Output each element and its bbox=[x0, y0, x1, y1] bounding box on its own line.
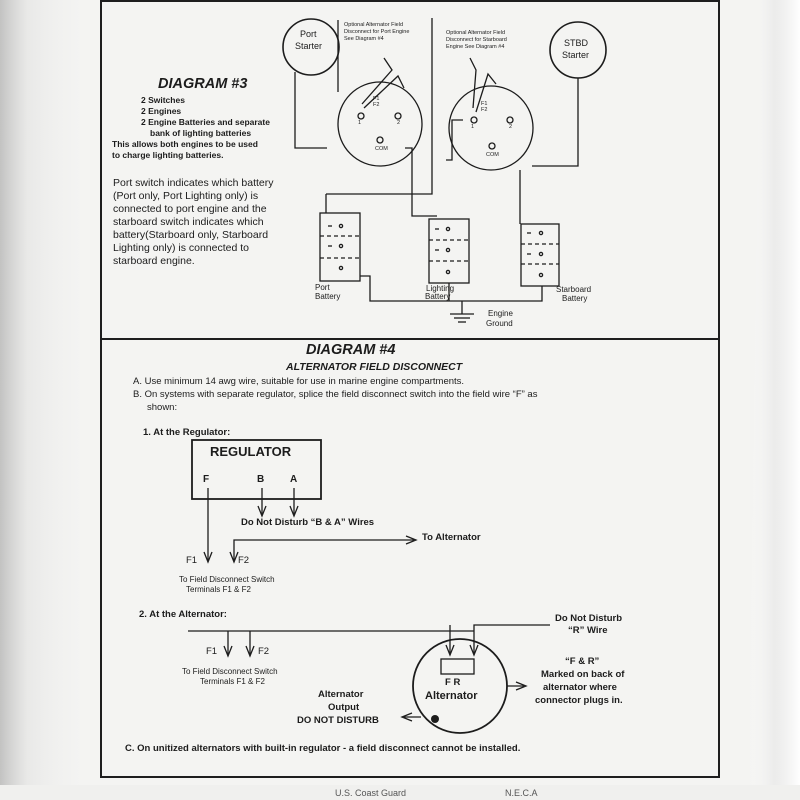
port-switch-1: 1 bbox=[358, 120, 362, 126]
footer-right: N.E.C.A bbox=[505, 788, 538, 798]
diagram4-item-a: A. Use minimum 14 awg wire, suitable for… bbox=[133, 376, 465, 387]
output-line-1: Alternator bbox=[318, 689, 364, 700]
diagram4-item-b-1: B. On systems with separate regulator, s… bbox=[133, 389, 538, 400]
alternator-arrows bbox=[400, 681, 528, 722]
diagram3-desc-1: Port switch indicates which battery bbox=[113, 177, 274, 189]
port-battery-icon bbox=[319, 212, 361, 282]
stbd-switch-com: COM bbox=[486, 152, 499, 158]
port-switch-f2: F2 bbox=[373, 102, 380, 108]
stbd-starter-label-1: STBD bbox=[564, 38, 589, 48]
diagram3-desc-2: (Port only, Port Lighting only) is bbox=[113, 190, 259, 202]
marked-3: alternator where bbox=[543, 682, 617, 693]
diagram-frame bbox=[100, 0, 720, 778]
marked-1: “F & R” bbox=[565, 656, 600, 667]
stbd-note-3: Engine See Diagram #4 bbox=[446, 44, 505, 50]
port-switch-f1: F1 bbox=[373, 96, 380, 102]
alternator-connector bbox=[440, 658, 475, 675]
regulator-title: REGULATOR bbox=[210, 444, 292, 459]
alt-f1-label: F1 bbox=[206, 646, 218, 657]
port-starter-circle bbox=[282, 18, 340, 76]
step1-heading: 1. At the Regulator: bbox=[143, 427, 231, 438]
stbd-note-1: Optional Alternator Field bbox=[446, 30, 506, 36]
diagram4-title: DIAGRAM #4 bbox=[306, 342, 396, 358]
port-battery-label-1: Port bbox=[315, 283, 330, 292]
stbd-switch-icon bbox=[448, 57, 534, 171]
diagram3-summary-1: This allows both engines to be used bbox=[112, 139, 258, 149]
to-switch-2-line-1: To Field Disconnect Switch bbox=[182, 667, 278, 676]
diagram3-summary-2: to charge lighting batteries. bbox=[112, 150, 224, 160]
footer-left: U.S. Coast Guard bbox=[335, 788, 407, 798]
alternator-wires bbox=[188, 624, 550, 658]
stbd-switch-f1: F1 bbox=[481, 101, 488, 107]
starboard-battery-label-1: Starboard bbox=[556, 285, 592, 294]
port-starter-label-1: Port bbox=[300, 29, 317, 39]
do-not-disturb-r-2: “R” Wire bbox=[568, 625, 608, 636]
diagram3-desc-7: starboard engine. bbox=[113, 255, 195, 267]
to-switch-1-line-1: To Field Disconnect Switch bbox=[179, 575, 275, 584]
engine-ground-label-2: Ground bbox=[486, 319, 513, 328]
ground-cables bbox=[360, 275, 543, 323]
port-switch-com: COM bbox=[375, 146, 388, 152]
marked-2: Marked on back of bbox=[541, 669, 625, 680]
do-not-disturb-ba: Do Not Disturb “B & A” Wires bbox=[241, 517, 375, 528]
output-terminal-icon bbox=[431, 715, 439, 723]
engine-ground-label-1: Engine bbox=[488, 309, 513, 318]
diagram3-desc-3: connected to port engine and the bbox=[113, 203, 267, 215]
step2-heading: 2. At the Alternator: bbox=[139, 609, 227, 620]
diagram4-item-c: C. On unitized alternators with built-in… bbox=[125, 743, 521, 754]
starboard-battery-label-2: Battery bbox=[562, 294, 588, 303]
alt-f2-label: F2 bbox=[258, 646, 270, 657]
port-starter-label-2: Starter bbox=[295, 41, 323, 51]
port-note-2: Disconnect for Port Engine bbox=[344, 29, 410, 35]
regulator-terminal-b: B bbox=[257, 474, 265, 485]
reg-f1-label: F1 bbox=[186, 555, 198, 566]
diagram3-spec-4: bank of lighting batteries bbox=[150, 128, 252, 138]
to-switch-2-line-2: Terminals F1 & F2 bbox=[200, 677, 265, 686]
reg-f2-label: F2 bbox=[238, 555, 250, 566]
starter-cables bbox=[294, 18, 579, 224]
regulator-terminal-f: F bbox=[203, 474, 210, 485]
stbd-switch-2: 2 bbox=[509, 124, 513, 130]
starboard-battery-icon bbox=[520, 223, 560, 287]
port-battery-label-2: Battery bbox=[315, 292, 341, 301]
diagram3-spec-3: 2 Engine Batteries and separate bbox=[141, 117, 270, 127]
stbd-switch-1: 1 bbox=[471, 124, 475, 130]
regulator-terminal-a: A bbox=[290, 474, 298, 485]
diagram3-title: DIAGRAM #3 bbox=[158, 76, 248, 92]
diagram4-item-b-2: shown: bbox=[147, 402, 178, 413]
diagram3-desc-5: battery(Starboard only, Starboard bbox=[113, 229, 269, 241]
do-not-disturb-r-1: Do Not Disturb bbox=[555, 613, 623, 624]
regulator-wires bbox=[203, 488, 418, 564]
output-line-2: Output bbox=[328, 702, 360, 713]
diagram3-spec-1: 2 Switches bbox=[141, 95, 185, 105]
port-note-3: See Diagram #4 bbox=[344, 36, 384, 42]
diagram3-desc-4: starboard switch indicates which bbox=[113, 216, 264, 228]
port-switch-icon bbox=[337, 57, 423, 167]
lighting-battery-label-1: Lighting bbox=[426, 284, 455, 293]
section-divider bbox=[100, 338, 720, 340]
lighting-battery-label-2: Battery bbox=[425, 292, 451, 301]
diagram3-spec-2: 2 Engines bbox=[141, 106, 182, 116]
alternator-label: Alternator bbox=[425, 690, 478, 702]
port-switch-2: 2 bbox=[397, 120, 401, 126]
alternator-fr-label: F R bbox=[445, 677, 461, 688]
to-alternator-label: To Alternator bbox=[422, 532, 481, 543]
regulator-box bbox=[191, 439, 322, 500]
lighting-battery-icon bbox=[428, 218, 470, 284]
marked-4: connector plugs in. bbox=[535, 695, 623, 706]
diagram4-subtitle: ALTERNATOR FIELD DISCONNECT bbox=[286, 361, 463, 373]
diagram3-desc-6: Lighting only) is connected to bbox=[113, 242, 250, 254]
stbd-note-2: Disconnect for Starboard bbox=[446, 37, 507, 43]
stbd-starter-label-2: Starter bbox=[562, 50, 590, 60]
to-switch-1-line-2: Terminals F1 & F2 bbox=[186, 585, 251, 594]
port-note-1: Optional Alternator Field bbox=[344, 22, 404, 28]
stbd-switch-f2: F2 bbox=[481, 107, 488, 113]
output-line-3: DO NOT DISTURB bbox=[297, 715, 379, 726]
